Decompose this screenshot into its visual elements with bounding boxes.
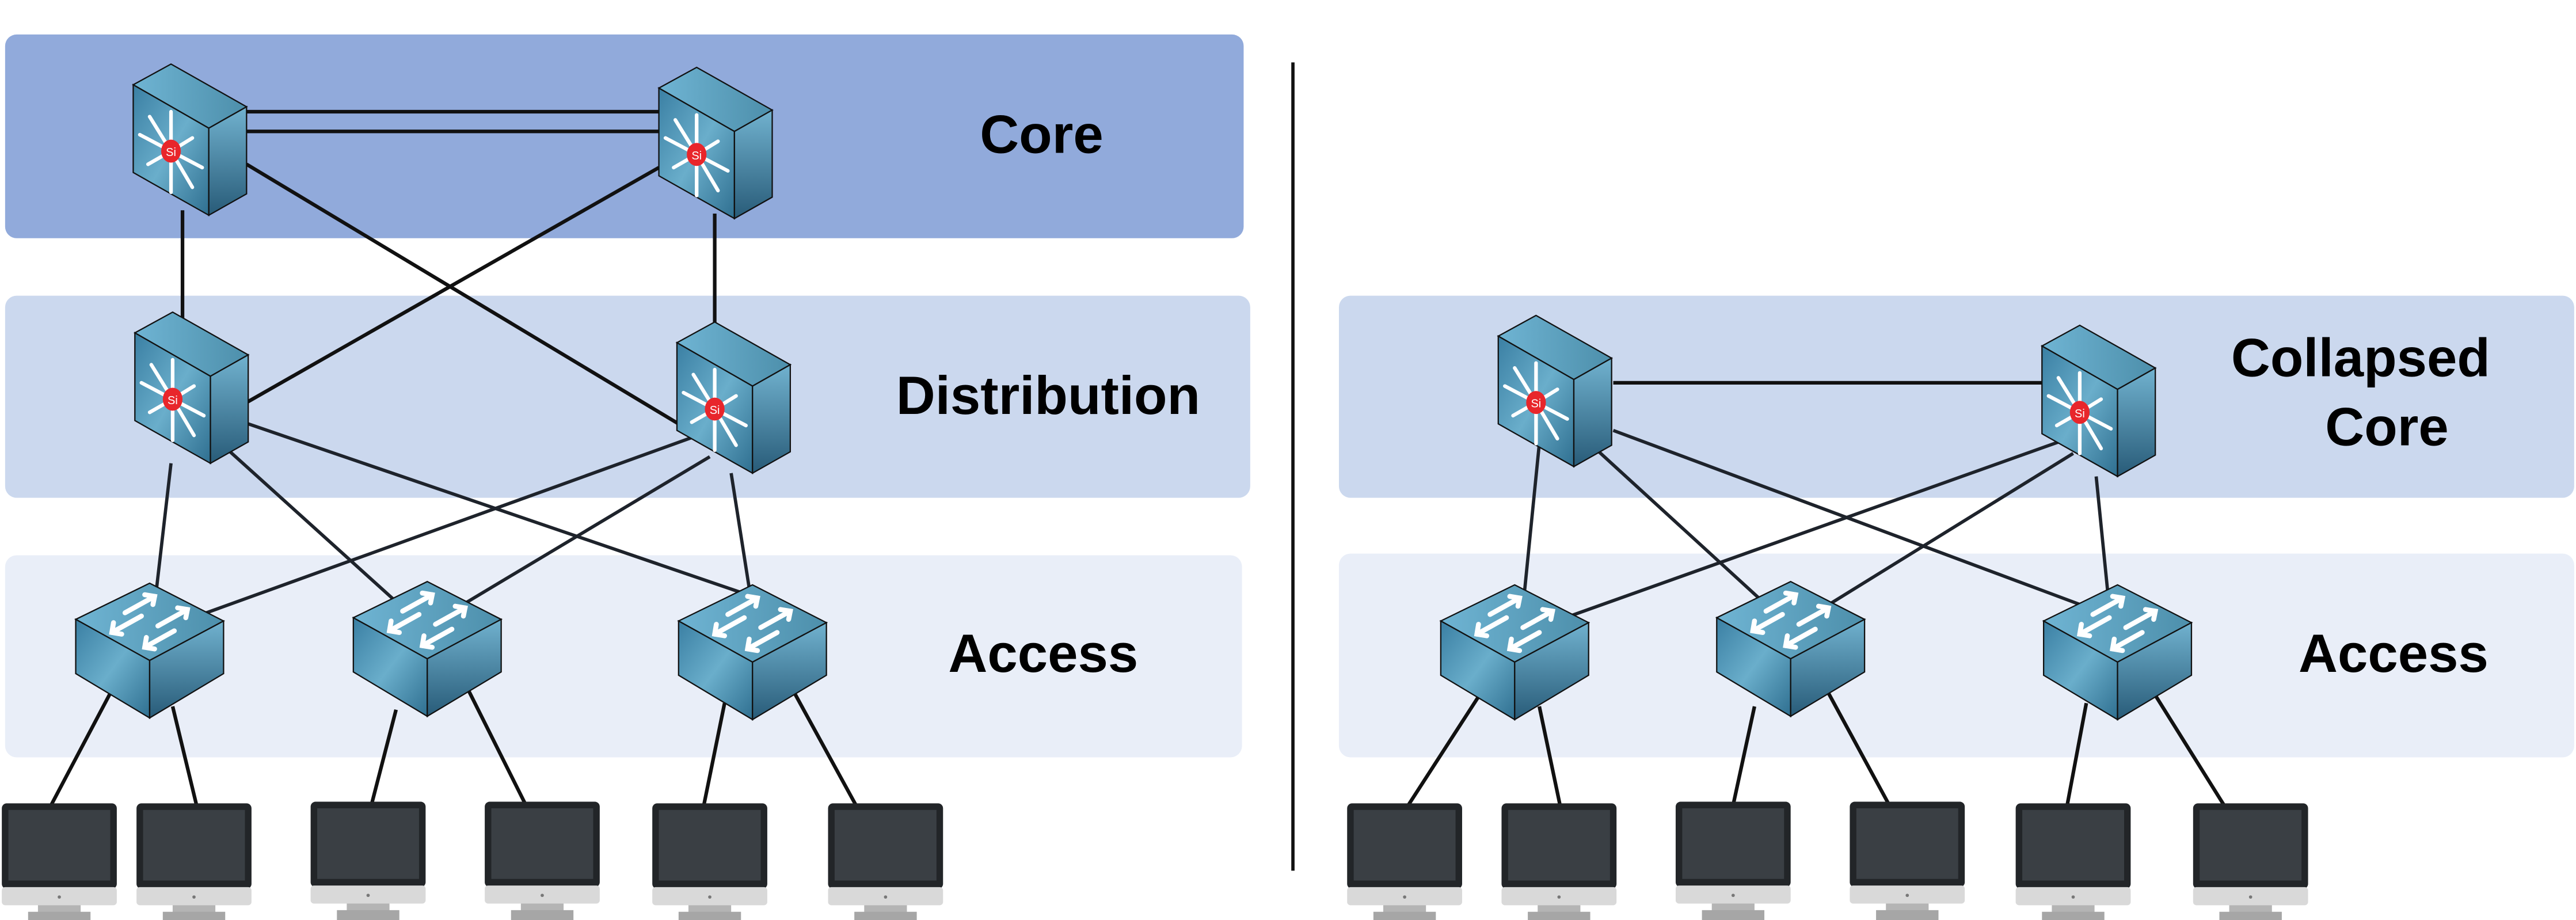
collapsed-core-layer-band <box>1338 295 2574 498</box>
computer-2 <box>136 803 252 920</box>
right-computer-5 <box>2015 803 2131 920</box>
right-computer-4 <box>1850 801 1965 920</box>
computer-4 <box>485 801 600 920</box>
computer-6 <box>828 803 943 920</box>
right-computer-3 <box>1675 801 1791 920</box>
access-layer-label: Access <box>948 623 1138 683</box>
computer-1 <box>2 803 117 920</box>
computer-3 <box>310 801 426 920</box>
right-links <box>1405 381 2228 809</box>
distribution-layer-label: Distribution <box>896 365 1200 425</box>
right-access-layer-label: Access <box>2299 623 2489 683</box>
right-computer-2 <box>1501 803 1617 920</box>
right-computer-6 <box>2193 803 2308 920</box>
computer-5 <box>652 803 767 920</box>
left-links <box>48 109 859 809</box>
right-computer-1 <box>1347 803 1462 920</box>
core-layer-band <box>5 34 1244 238</box>
right-access-layer-band <box>1338 553 2574 758</box>
collapsed-core-label-line2: Core <box>2325 396 2449 457</box>
collapsed-core-label-line1: Collapsed <box>2231 327 2490 387</box>
core-layer-label: Core <box>980 104 1104 164</box>
access-layer-band <box>5 555 1242 758</box>
